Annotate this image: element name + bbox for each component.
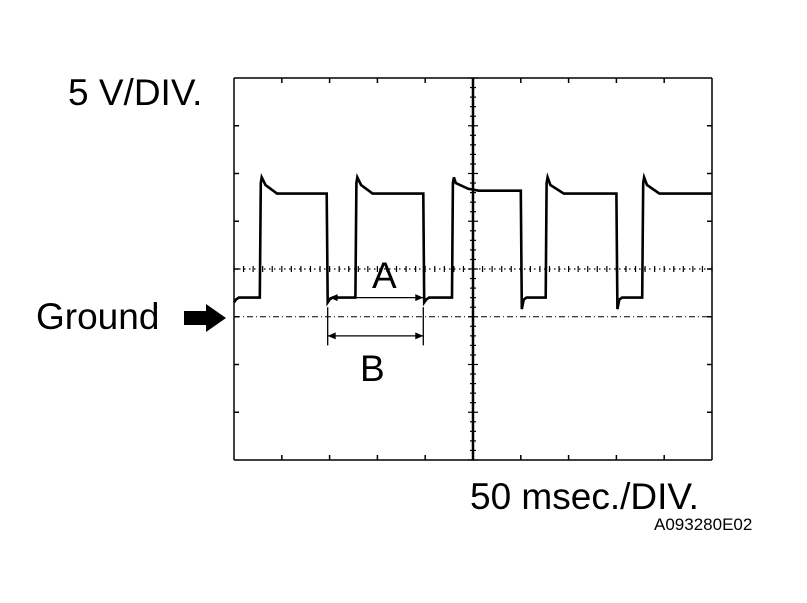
figure-code: A093280E02 [654,515,753,534]
series-line-0 [232,172,712,310]
interval-a-arrowhead-right [415,294,424,302]
interval-a-arrowhead-left [329,294,338,302]
interval-b-arrowhead-left [327,332,336,340]
ground-arrow-shape [184,304,226,332]
reference-dotted-lines [233,266,713,318]
interval-label-b: B [360,348,385,389]
ground-label: Ground [36,296,160,337]
ground-arrow-icon [184,304,226,332]
interval-b-arrowhead-right [415,332,424,340]
signal-trace [232,172,712,310]
interval-label-a: A [372,255,397,296]
y-axis-label: 5 V/DIV. [68,72,203,113]
x-axis-label: 50 msec./DIV. [470,476,699,517]
interval-markers [327,294,424,346]
